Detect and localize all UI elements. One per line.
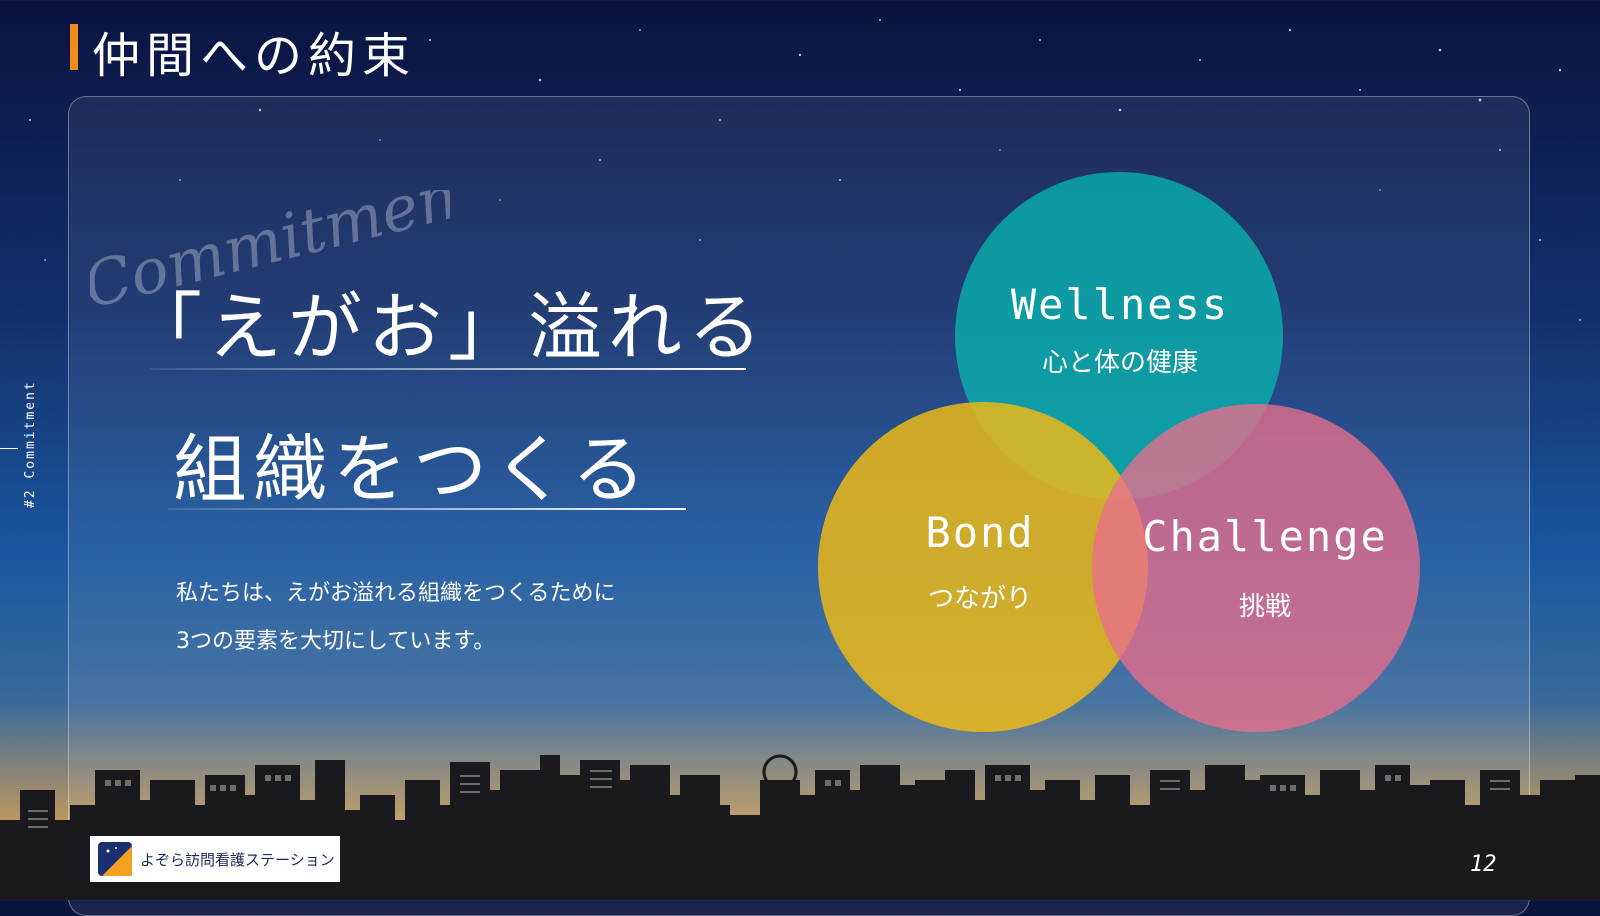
bond-label-en: Bond bbox=[925, 508, 1035, 557]
station-logo: よぞら訪問看護ステーション bbox=[90, 836, 340, 882]
heading-line-1: 「えがお」溢れる bbox=[128, 285, 768, 371]
challenge-label-jp: 挑戦 bbox=[1238, 592, 1291, 622]
page-number: 12 bbox=[1470, 852, 1497, 877]
description-line-2: 3つの要素を大切にしています。 bbox=[176, 629, 496, 654]
side-tick bbox=[0, 448, 18, 449]
city-skyline bbox=[0, 754, 1600, 900]
wellness-label-jp: 心と体の健康 bbox=[1041, 348, 1198, 378]
challenge-circle bbox=[1092, 404, 1420, 732]
side-label: #2 Commitment bbox=[23, 380, 38, 508]
bond-label-jp: つながり bbox=[927, 584, 1032, 614]
description: 私たちは、えがお溢れる組織をつくるために 3つの要素を大切にしています。 bbox=[176, 570, 616, 666]
heading-line-2: 組織をつくる bbox=[173, 427, 652, 513]
description-line-1: 私たちは、えがお溢れる組織をつくるために bbox=[176, 581, 616, 606]
heading-underline-2 bbox=[168, 508, 686, 510]
heading-underline-1 bbox=[150, 368, 746, 370]
wellness-label-en: Wellness bbox=[1010, 280, 1230, 329]
page-title: 仲間への約束 bbox=[92, 28, 417, 84]
moon-logo-icon bbox=[98, 842, 132, 876]
challenge-label-en: Challenge bbox=[1142, 512, 1388, 561]
logo-text: よぞら訪問看護ステーション bbox=[140, 850, 335, 869]
title-accent-bar bbox=[70, 24, 78, 70]
